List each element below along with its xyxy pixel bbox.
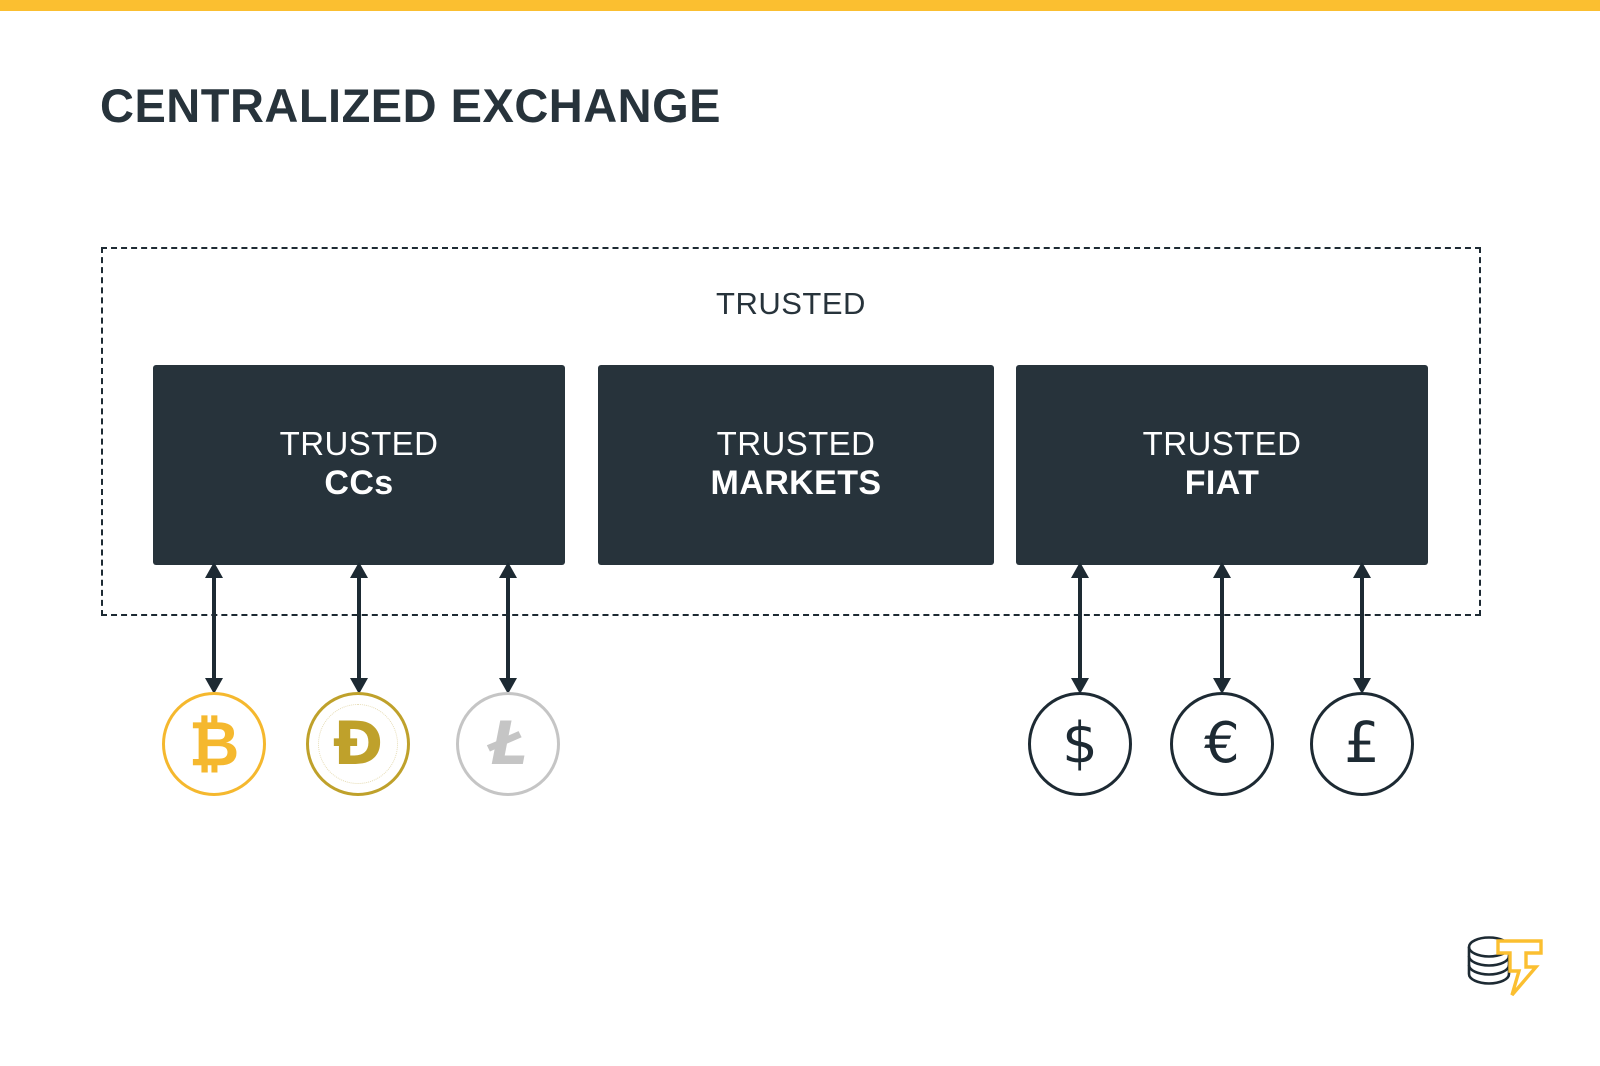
dogecoin-coin-icon[interactable]: Ð xyxy=(306,692,410,796)
euro-symbol: € xyxy=(1204,711,1240,776)
dogecoin-inner-ring xyxy=(318,704,398,784)
trusted-fiat-box-line2: FIAT xyxy=(1184,464,1260,503)
page-title: CENTRALIZED EXCHANGE xyxy=(100,79,722,132)
trusted-fiat-box-line1: TRUSTED xyxy=(1142,425,1302,463)
trusted-markets-box-line1: TRUSTED xyxy=(716,425,876,463)
arrow-fiat-euro xyxy=(1208,562,1236,694)
coin-stack-lightning-logo xyxy=(1462,925,1544,997)
dollar-coin-icon[interactable]: $ xyxy=(1028,692,1132,796)
litecoin-symbol: Ł xyxy=(488,709,528,779)
dollar-symbol: $ xyxy=(1062,711,1098,776)
litecoin-coin-icon[interactable]: Ł xyxy=(456,692,560,796)
trusted-fiat-box[interactable]: TRUSTED FIAT xyxy=(1016,365,1428,565)
euro-coin-icon[interactable]: € xyxy=(1170,692,1274,796)
pound-symbol: £ xyxy=(1344,711,1380,776)
trusted-ccs-box-line1: TRUSTED xyxy=(279,425,439,463)
arrow-ccs-litecoin xyxy=(494,562,522,694)
trusted-markets-box-line2: MARKETS xyxy=(710,464,882,503)
trusted-zone-boundary xyxy=(101,247,1481,616)
trusted-zone-label: TRUSTED xyxy=(716,286,866,321)
bitcoin-symbol: ₿ xyxy=(188,707,240,780)
arrow-fiat-pound xyxy=(1348,562,1376,694)
bitcoin-coin-icon[interactable]: ₿ xyxy=(162,692,266,796)
arrow-ccs-bitcoin xyxy=(200,562,228,694)
pound-coin-icon[interactable]: £ xyxy=(1310,692,1414,796)
arrow-fiat-dollar xyxy=(1066,562,1094,694)
top-accent-bar xyxy=(0,0,1600,11)
trusted-ccs-box[interactable]: TRUSTED CCs xyxy=(153,365,565,565)
trusted-markets-box[interactable]: TRUSTED MARKETS xyxy=(598,365,994,565)
trusted-ccs-box-line2: CCs xyxy=(324,464,394,503)
dogecoin-symbol: Ð xyxy=(332,709,384,779)
arrow-ccs-dogecoin xyxy=(345,562,373,694)
